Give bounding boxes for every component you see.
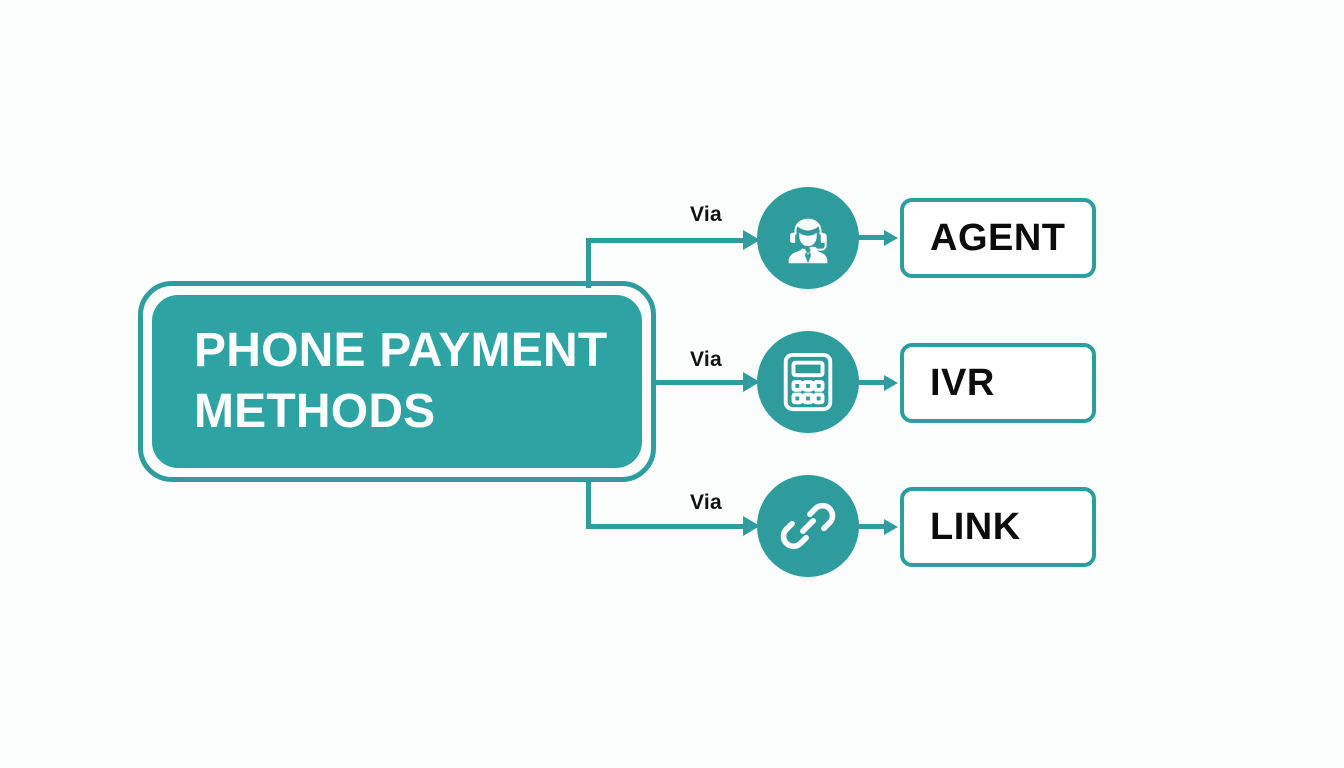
connector-branch-agent-horizontal xyxy=(586,238,746,243)
connector-agent-icon-to-box xyxy=(858,235,888,240)
connector-branch-agent-vertical xyxy=(586,238,591,288)
phone-payment-methods-box-fill: PHONE PAYMENT METHODS xyxy=(152,295,642,468)
result-box-link[interactable]: LINK xyxy=(900,487,1096,567)
phone-payment-methods-box[interactable]: PHONE PAYMENT METHODS xyxy=(138,281,656,482)
arrowhead-to-agent-box xyxy=(884,230,898,246)
via-label-ivr: Via xyxy=(690,348,723,371)
arrowhead-to-link-icon xyxy=(743,516,760,536)
arrowhead-to-ivr-icon xyxy=(743,372,760,392)
connector-link-icon-to-box xyxy=(858,524,888,529)
connector-branch-ivr-horizontal xyxy=(656,380,746,385)
via-label-link: Via xyxy=(690,491,723,514)
result-box-agent[interactable]: AGENT xyxy=(900,198,1096,278)
arrowhead-to-agent-icon xyxy=(743,230,760,250)
phone-payment-methods-label: PHONE PAYMENT METHODS xyxy=(194,324,608,438)
result-label-agent: AGENT xyxy=(930,216,1066,259)
chain-link-icon xyxy=(778,496,838,556)
calculator-keypad-icon xyxy=(779,351,837,413)
via-label-agent: Via xyxy=(690,203,723,226)
arrowhead-to-link-box xyxy=(884,519,898,535)
result-label-link: LINK xyxy=(930,505,1021,548)
connector-branch-link-horizontal xyxy=(586,524,746,529)
agent-icon-circle[interactable] xyxy=(757,187,859,289)
headset-agent-icon xyxy=(777,207,839,269)
connector-ivr-icon-to-box xyxy=(858,380,888,385)
result-label-ivr: IVR xyxy=(930,361,995,404)
arrowhead-to-ivr-box xyxy=(884,375,898,391)
ivr-icon-circle[interactable] xyxy=(757,331,859,433)
connector-branch-link-vertical xyxy=(586,478,591,529)
link-icon-circle[interactable] xyxy=(757,475,859,577)
result-box-ivr[interactable]: IVR xyxy=(900,343,1096,423)
